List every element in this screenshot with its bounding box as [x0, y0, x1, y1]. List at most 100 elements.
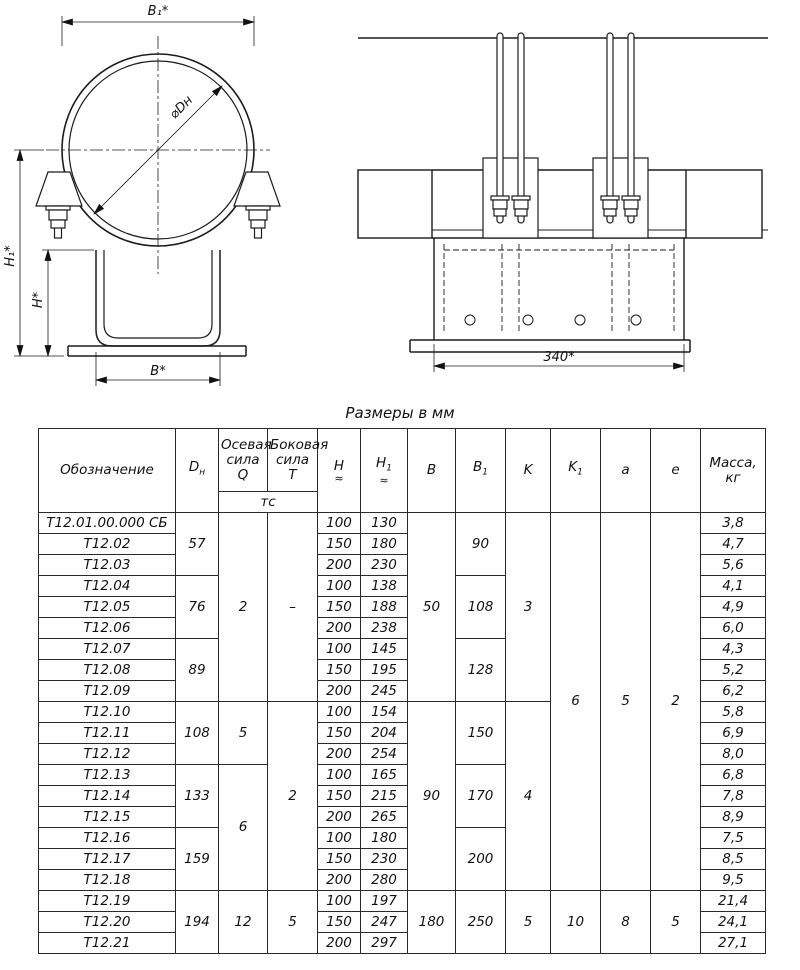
cell-a: 8 [600, 890, 651, 954]
cell-h: 200 [317, 869, 361, 891]
cell-h: 150 [317, 911, 361, 933]
cell-h: 200 [317, 932, 361, 954]
cell-h1: 145 [360, 638, 408, 660]
cell-designation: Т12.17 [38, 848, 176, 870]
cell-mass: 6,9 [700, 722, 766, 744]
header-k: K [505, 428, 551, 513]
cell-dn: 76 [175, 575, 219, 639]
cell-mass: 9,5 [700, 869, 766, 891]
cell-e: 2 [650, 512, 701, 891]
dim-label-340: 340* [543, 350, 575, 365]
clamp-lug-left [35, 171, 83, 207]
bracket-sides [433, 238, 685, 340]
cell-h1: 280 [360, 869, 408, 891]
cell-mass: 5,8 [700, 701, 766, 723]
cell-dn: 108 [175, 701, 219, 765]
cell-mass: 5,6 [700, 554, 766, 576]
cell-h: 150 [317, 596, 361, 618]
cell-h: 200 [317, 680, 361, 702]
cell-dn: 133 [175, 764, 219, 828]
dim-label-h: H* [31, 291, 46, 308]
cell-h: 150 [317, 533, 361, 555]
cradle-end-right [685, 169, 763, 239]
cell-h1: 265 [360, 806, 408, 828]
dim-label-b1: B₁* [148, 4, 169, 19]
ubolt-rod [606, 32, 614, 224]
cell-mass: 27,1 [700, 932, 766, 954]
cell-h: 200 [317, 617, 361, 639]
cell-b: 50 [407, 512, 456, 702]
cell-designation: Т12.20 [38, 911, 176, 933]
header-e: e [650, 428, 701, 513]
cell-h1: 197 [360, 890, 408, 912]
header-a: a [600, 428, 651, 513]
side-view: 340* [357, 32, 768, 372]
cell-b1: 150 [455, 701, 506, 765]
bolt-hole [574, 314, 586, 326]
cell-mass: 8,5 [700, 848, 766, 870]
cell-b1: 108 [455, 575, 506, 639]
header-ts-units: тс [218, 491, 318, 513]
cell-designation: Т12.01.00.000 СБ [38, 512, 176, 534]
header-mass: Масса, кг [700, 428, 766, 513]
cell-mass: 5,2 [700, 659, 766, 681]
table-title: Размеры в мм [345, 404, 455, 422]
cell-k: 3 [505, 512, 551, 702]
bolt-hole [630, 314, 642, 326]
ubolt-rod [496, 32, 504, 224]
header-designation: Обозначение [38, 428, 176, 513]
cradle-end-left [357, 169, 433, 239]
cell-q: 2 [218, 512, 268, 702]
cell-h1: 188 [360, 596, 408, 618]
cell-e: 5 [650, 890, 701, 954]
cell-h1: 130 [360, 512, 408, 534]
cell-designation: Т12.13 [38, 764, 176, 786]
cell-b1: 250 [455, 890, 506, 954]
cell-h1: 138 [360, 575, 408, 597]
cell-mass: 7,5 [700, 827, 766, 849]
cell-k1: 10 [550, 890, 601, 954]
cell-k: 4 [505, 701, 551, 891]
cell-t: 2 [267, 701, 318, 891]
cell-h1: 165 [360, 764, 408, 786]
ubolt-rod [517, 32, 525, 224]
cell-h1: 254 [360, 743, 408, 765]
cell-b1: 170 [455, 764, 506, 828]
cell-h1: 230 [360, 848, 408, 870]
cell-h: 150 [317, 785, 361, 807]
cell-h: 200 [317, 806, 361, 828]
cell-h: 100 [317, 764, 361, 786]
cell-designation: Т12.05 [38, 596, 176, 618]
base-plate [67, 345, 247, 357]
cell-mass: 4,7 [700, 533, 766, 555]
cell-designation: Т12.11 [38, 722, 176, 744]
channel-inner [103, 250, 213, 339]
cell-h: 200 [317, 743, 361, 765]
cell-h1: 245 [360, 680, 408, 702]
cell-designation: Т12.03 [38, 554, 176, 576]
cell-mass: 8,9 [700, 806, 766, 828]
header-h: H ≈ [317, 428, 361, 513]
cell-b: 180 [407, 890, 456, 954]
cell-q: 6 [218, 764, 268, 891]
cell-mass: 8,0 [700, 743, 766, 765]
header-axial-force: Осевая сила Q [218, 428, 272, 492]
cell-h1: 154 [360, 701, 408, 723]
cell-designation: Т12.04 [38, 575, 176, 597]
cell-dn: 89 [175, 638, 219, 702]
